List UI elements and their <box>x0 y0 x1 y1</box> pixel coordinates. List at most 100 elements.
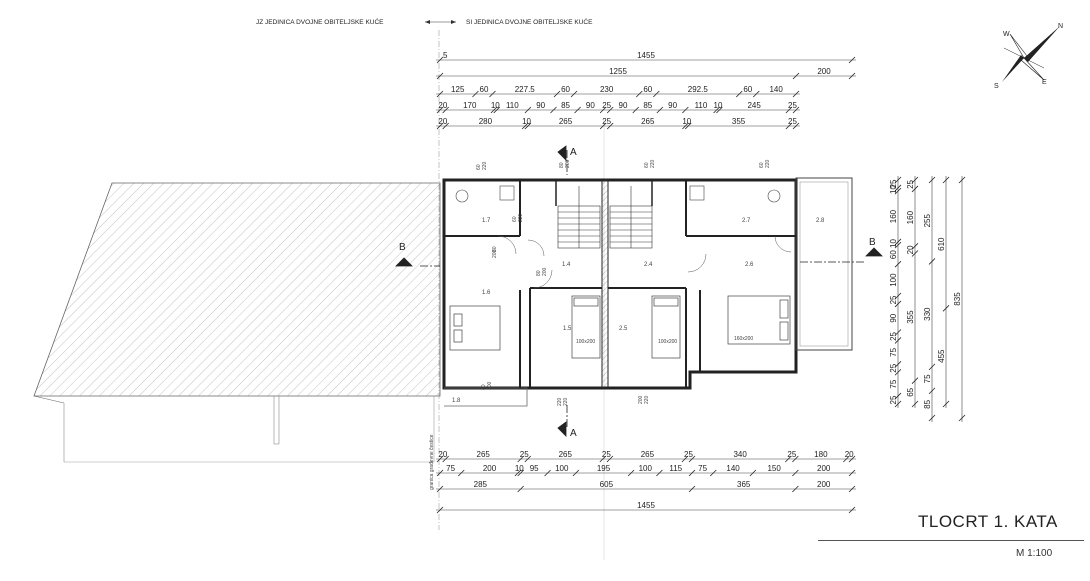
door-opening-tag: 220 <box>765 159 771 168</box>
north-arrow: W N S E <box>994 23 1063 90</box>
door-opening-tag: 60 <box>759 162 765 168</box>
dimension-value: 90 <box>889 313 898 322</box>
compass-e-label: E <box>1042 79 1047 86</box>
dimension-value: 85 <box>923 399 932 408</box>
room-1-8: 1.8 <box>452 398 461 404</box>
dimension-value: 455 <box>937 349 946 363</box>
dimension-value: 125 <box>451 85 465 94</box>
bed-size-3: 160x200 <box>734 336 753 342</box>
room-2-6: 2.6 <box>745 262 754 268</box>
dimension-value: 90 <box>619 101 628 110</box>
dimension-value: 25 <box>889 179 898 188</box>
door-opening-tag: 60 <box>644 162 650 168</box>
dimension-value: 10 <box>515 464 524 473</box>
dimension-value: 60 <box>480 85 489 94</box>
dimension-value: 200 <box>817 67 831 76</box>
unit-header: JZ JEDINICA DVOJNE OBITELJSKE KUĆE SI JE… <box>256 17 593 26</box>
dimension-value: 355 <box>732 117 746 126</box>
section-markers <box>395 145 883 437</box>
dimension-value: 330 <box>923 307 932 321</box>
dimension-value: 265 <box>641 450 655 459</box>
room-1-5: 1.5 <box>563 326 572 332</box>
bottom-dim-row-4: 1455 <box>436 501 856 514</box>
door-opening-tag: 60 <box>476 164 482 170</box>
room-2-7: 2.7 <box>742 218 751 224</box>
dimension-value: 160 <box>889 209 898 223</box>
door-opening-tag: 220 <box>644 395 650 404</box>
compass-n-label: N <box>1058 23 1063 30</box>
top-dim-row-2: 1255 200 <box>436 67 856 80</box>
room-2-8: 2.8 <box>816 218 825 224</box>
door-opening-tag: 200 <box>638 395 644 404</box>
dimension-value: 140 <box>726 464 740 473</box>
right-dim-col-5: 835 <box>953 176 966 422</box>
room-2-4: 2.4 <box>644 262 653 268</box>
dimension-value: 25 <box>906 179 915 188</box>
room-1-6: 1.6 <box>482 290 491 296</box>
dimension-value: 10 <box>889 185 898 194</box>
room-1-4: 1.4 <box>562 262 571 268</box>
drawing-scale: M 1:100 <box>1016 548 1053 559</box>
dimension-value: 10 <box>714 101 723 110</box>
door-opening-tag: 80 <box>492 246 498 252</box>
dimension-value: 10 <box>889 239 898 248</box>
dimension-value: 100 <box>639 464 653 473</box>
dimension-value: 292.5 <box>688 85 709 94</box>
dimension-value: 20 <box>906 245 915 254</box>
dimension-value: 25 <box>788 117 797 126</box>
dimension-value: 5 <box>443 51 448 60</box>
dimension-value: 75 <box>923 374 932 383</box>
dimension-value: 265 <box>641 117 655 126</box>
door-opening-tag: 80 <box>536 270 542 276</box>
dimension-value: 10 <box>522 117 531 126</box>
dimension-value: 75 <box>698 464 707 473</box>
door-opening-tag: 200 <box>542 267 548 276</box>
section-a-top: A <box>570 147 577 158</box>
room-1-7: 1.7 <box>482 218 491 224</box>
bed-size-1: 100x200 <box>576 339 595 345</box>
dimension-value: 265 <box>477 450 491 459</box>
dimension-value: 1455 <box>637 501 655 510</box>
door-opening-tag: 220 <box>563 397 569 406</box>
dimension-value: 60 <box>743 85 752 94</box>
dimension-value: 110 <box>695 101 708 110</box>
dimension-value: 605 <box>600 480 614 489</box>
dimension-value: 25 <box>787 450 796 459</box>
section-b-left: B <box>399 242 406 253</box>
dimension-value: 25 <box>602 117 611 126</box>
bed-size-2: 100x200 <box>658 339 677 345</box>
plot-boundary-note: granica građevne čestice <box>429 434 435 490</box>
door-opening-tag: 220 <box>650 159 656 168</box>
dimension-value: 10 <box>682 117 691 126</box>
dimension-value: 75 <box>446 464 455 473</box>
dimension-value: 285 <box>474 480 488 489</box>
dimension-value: 115 <box>669 464 682 473</box>
room-labels: 1.7 1.6 1.4 1.5 1.8 2.4 2.5 2.6 2.7 2.8 … <box>452 218 825 404</box>
dimension-value: 265 <box>559 117 573 126</box>
dimension-value: 160 <box>906 210 915 224</box>
dimension-value: 25 <box>889 331 898 340</box>
dimension-value: 100 <box>889 273 898 287</box>
dimension-value: 60 <box>561 85 570 94</box>
dimension-value: 180 <box>814 450 828 459</box>
dimension-value: 170 <box>463 101 477 110</box>
dimension-value: 110 <box>506 101 519 110</box>
dimension-value: 25 <box>602 450 611 459</box>
dimension-value: 100 <box>555 464 569 473</box>
dimension-value: 75 <box>889 379 898 388</box>
dimension-value: 90 <box>586 101 595 110</box>
dimension-value: 230 <box>600 85 614 94</box>
dimension-value: 65 <box>906 387 915 396</box>
dimension-value: 20 <box>438 101 447 110</box>
dimension-value: 1255 <box>609 67 627 76</box>
door-opening-tag: 220 <box>482 161 488 170</box>
